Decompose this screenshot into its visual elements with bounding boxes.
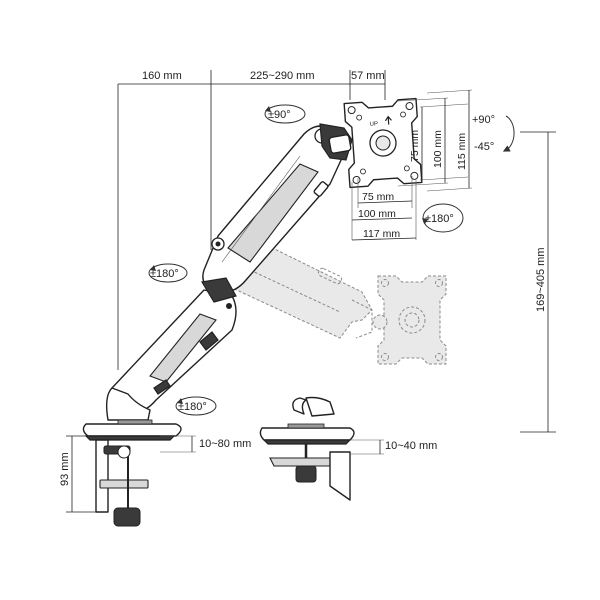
dim-100-horizontal: 100 mm: [358, 208, 396, 220]
vesa-dim-lines-horizontal: [351, 176, 417, 241]
dim-75-vertical: 75 mm: [409, 130, 421, 162]
height-range-line: [520, 131, 556, 433]
tilt-down-label: -45°: [474, 141, 494, 153]
swivel-rotation-indicator: [264, 104, 306, 124]
base-joint-label: ±180°: [178, 401, 207, 413]
clamp-range-label: 10~80 mm: [199, 438, 251, 450]
swivel-label: ±90°: [268, 109, 291, 121]
plate-up-marker: UP: [369, 121, 378, 128]
dim-100-vertical: 100 mm: [432, 130, 444, 168]
tilt-up-label: +90°: [472, 114, 495, 126]
dim-57: 57 mm: [351, 70, 385, 82]
clamp-dim-lines: [66, 435, 196, 513]
arm-joint-rotation-indicator: [148, 263, 188, 283]
tilt-rotation-indicator: [502, 115, 515, 152]
dim-225-290: 225~290 mm: [250, 70, 315, 82]
desk-clamp: [82, 419, 182, 527]
grommet-mount: [259, 396, 355, 501]
height-range-label: 169~405 mm: [535, 247, 547, 312]
screen-rotation-indicator: [422, 203, 464, 233]
top-dimension-lines: [117, 70, 386, 370]
vesa-dim-lines-vertical: [397, 89, 473, 192]
dim-117-horizontal: 117 mm: [363, 228, 400, 240]
monitor-arm-main: [105, 123, 353, 421]
clamp-height-label: 93 mm: [59, 452, 71, 486]
vesa-plate: UP: [343, 97, 423, 189]
dim-160: 160 mm: [142, 70, 182, 82]
grommet-dim-lines: [350, 439, 384, 455]
base-rotation-indicator: [175, 396, 217, 416]
dim-75-horizontal: 75 mm: [362, 191, 394, 203]
screen-rotate-label: ±180°: [425, 213, 454, 225]
dim-115-vertical: 115 mm: [456, 133, 468, 170]
grommet-range-label: 10~40 mm: [385, 440, 437, 452]
arm-joint-label: ±180°: [150, 268, 179, 280]
